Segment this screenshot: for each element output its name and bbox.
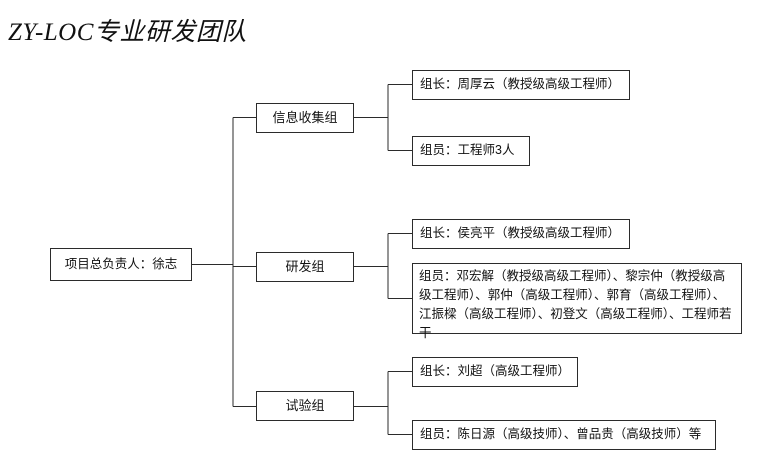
node-group-rnd[interactable]: 研发组 — [256, 252, 354, 282]
node-group-info-collection-members[interactable]: 组员：工程师3人 — [412, 136, 530, 166]
node-group-testing-leader[interactable]: 组长：刘超（高级工程师） — [412, 357, 578, 387]
node-group-info-collection-leader[interactable]: 组长：周厚云（教授级高级工程师） — [412, 70, 630, 100]
node-project-leader[interactable]: 项目总负责人：徐志 — [50, 248, 192, 281]
node-group-testing-members[interactable]: 组员：陈日源（高级技师）、曾品贵（高级技师）等 — [412, 420, 716, 450]
page-title: ZY-LOC专业研发团队 — [8, 19, 247, 46]
node-group-rnd-members[interactable]: 组员：邓宏解（教授级高级工程师）、黎宗仲（教授级高级工程师）、郭仲（高级工程师）… — [412, 263, 742, 340]
node-group-info-collection[interactable]: 信息收集组 — [256, 103, 354, 133]
node-group-testing[interactable]: 试验组 — [256, 391, 354, 421]
node-group-rnd-leader[interactable]: 组长：侯亮平（教授级高级工程师） — [412, 219, 630, 249]
